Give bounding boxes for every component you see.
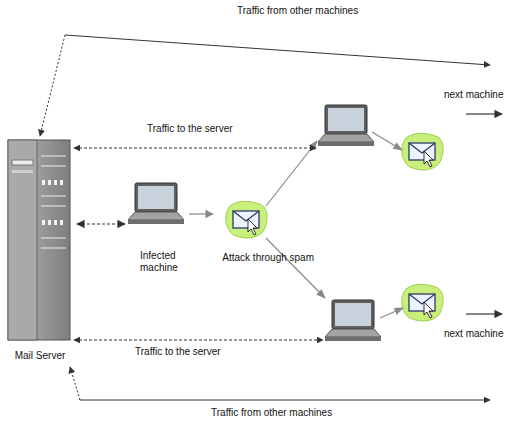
diagram-node: Attack through spam: [214, 198, 314, 264]
diagram-node: Infected machine: [126, 178, 188, 274]
traffic-line: [65, 35, 490, 65]
traffic-line: [70, 367, 80, 400]
next-arrow: [466, 313, 502, 314]
node-label: Mail Server: [15, 350, 66, 362]
laptop-icon: [128, 183, 184, 224]
traffic-line: [74, 340, 323, 341]
spread-arrow: [380, 308, 403, 318]
traffic-label: Traffic to the server: [146, 123, 234, 135]
connector-arrow: [77, 223, 125, 224]
traffic-line: [80, 400, 490, 401]
connector-arrow: [189, 213, 213, 214]
node-label: Infected machine: [140, 250, 188, 274]
node-label: Attack through spam: [222, 252, 314, 264]
diagram-node: Mail Server: [4, 138, 76, 362]
traffic-line: [40, 35, 65, 136]
server-tower: [8, 140, 70, 340]
spread-arrow: [266, 238, 325, 298]
next-arrow: [466, 113, 502, 114]
traffic-label: Traffic from other machines: [236, 5, 359, 17]
traffic-label: Traffic from other machines: [210, 407, 333, 419]
spam-mail-icon: [402, 133, 443, 170]
spam-mail-icon: [226, 201, 267, 238]
spread-arrow: [372, 132, 402, 150]
laptop-icon: [318, 105, 374, 146]
traffic-label: Traffic to the server: [134, 346, 222, 358]
spam-mail-icon: [402, 284, 443, 321]
spread-arrow: [266, 141, 317, 206]
traffic-line: [74, 148, 316, 149]
laptop-icon: [325, 300, 381, 341]
traffic-label: next machine: [443, 89, 504, 101]
traffic-label: next machine: [443, 328, 504, 340]
